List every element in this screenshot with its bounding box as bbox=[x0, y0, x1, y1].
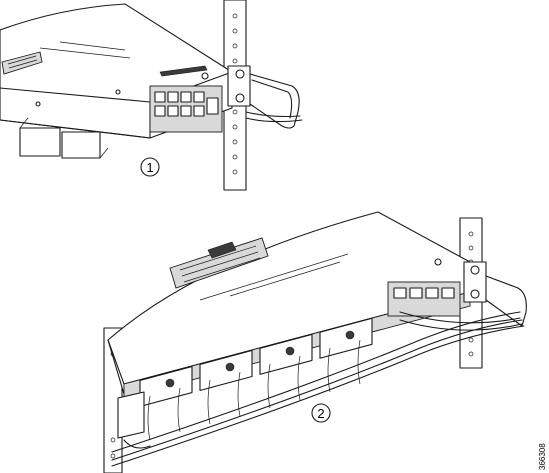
callout-2-label: 2 bbox=[317, 406, 324, 421]
cable-guide-bottom bbox=[117, 261, 527, 449]
figure-id: 366308 bbox=[538, 443, 547, 470]
cable-guide-top bbox=[227, 65, 303, 129]
callout-1: 1 bbox=[140, 157, 160, 177]
callout-2: 2 bbox=[311, 403, 331, 423]
callout-1-label: 1 bbox=[146, 160, 153, 175]
cable-bundle bbox=[111, 311, 525, 467]
switch-chassis-top bbox=[0, 3, 233, 159]
switch-chassis-bottom bbox=[107, 211, 471, 408]
